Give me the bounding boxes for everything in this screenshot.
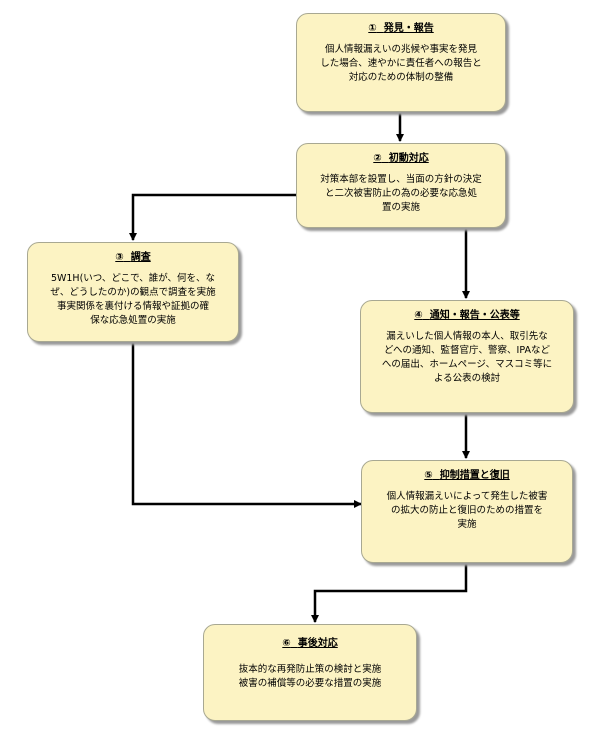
step-2-title: ② 初動対応 [373, 153, 429, 164]
arrow-2-to-3 [129, 193, 296, 241]
step-2-body: 対策本部を設置し、当面の方針の決定と二次被害防止の為の必要な応急処置の実施 [320, 174, 482, 213]
step-5-body: 個人情報漏えいによって発生した被害の拡大の防止と復旧のための措置を実施 [386, 491, 548, 530]
step-6-body: 抜本的な再発防止策の検討と実施被害の補償等の必要な措置の実施 [238, 664, 382, 689]
step-5-box: ⑤ 抑制措置と復旧 個人情報漏えいによって発生した被害の拡大の防止と復旧のための… [361, 460, 573, 563]
step-4-title: ④ 通知・報告・公表等 [414, 310, 520, 321]
step-6-title: ⑥ 事後対応 [282, 638, 338, 649]
arrow-3-to-5 [131, 343, 362, 508]
step-4-body: 漏えいした個人情報の本人、取引先などへの通知、監督官庁、警察、IPAなどへの届出… [381, 331, 553, 384]
step-3-box: ③ 調査 5W1H(いつ、どこで、誰が、何を、なぜ、どうしたのか)の観点で調査を… [27, 242, 239, 342]
step-3-body: 5W1H(いつ、どこで、誰が、何を、なぜ、どうしたのか)の観点で調査を実施事実関… [50, 273, 216, 326]
step-2-box: ② 初動対応 対策本部を設置し、当面の方針の決定と二次被害防止の為の必要な応急処… [296, 143, 506, 228]
step-1-body: 個人情報漏えいの兆候や事実を発見した場合、速やかに責任者への報告と対応のための体… [320, 44, 482, 83]
step-3-title: ③ 調査 [115, 252, 151, 263]
step-4-box: ④ 通知・報告・公表等 漏えいした個人情報の本人、取引先などへの通知、監督官庁、… [360, 300, 574, 413]
step-1-title: ① 発見・報告 [368, 23, 434, 34]
step-1-box: ① 発見・報告 個人情報漏えいの兆候や事実を発見した場合、速やかに責任者への報告… [296, 13, 506, 112]
step-5-title: ⑤ 抑制措置と復旧 [424, 470, 510, 481]
arrow-5-to-6 [311, 563, 468, 623]
step-6-box: ⑥ 事後対応 抜本的な再発防止策の検討と実施被害の補償等の必要な措置の実施 [203, 624, 417, 721]
